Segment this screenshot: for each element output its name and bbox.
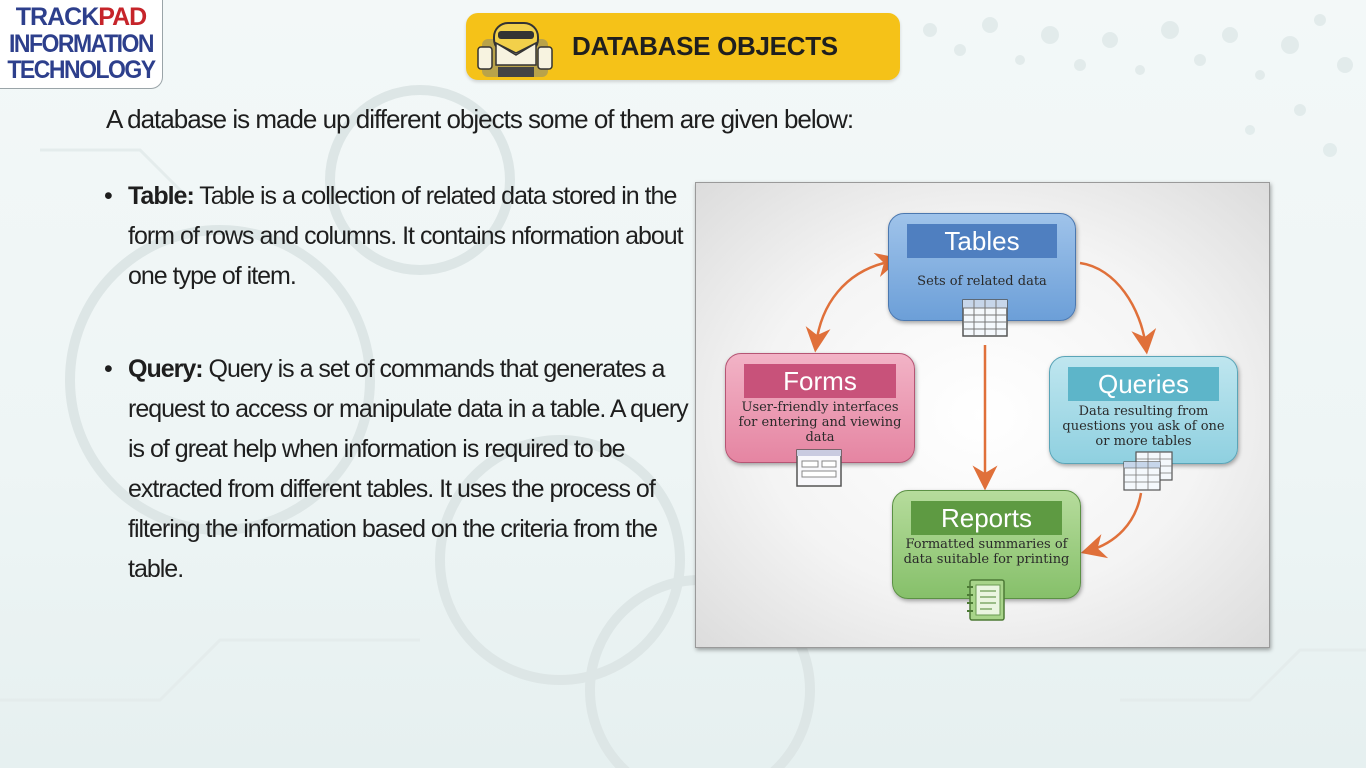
trackpad-logo: TRACKPAD INFORMATION TECHNOLOGY [0, 0, 163, 89]
queries-box-desc: Data resulting from questions you ask of… [1062, 404, 1225, 449]
queries-box-title: Queries [1068, 367, 1219, 401]
tables-box-desc: Sets of related data [917, 274, 1047, 289]
stacked-tables-icon [1123, 451, 1173, 491]
logo-line-technology: TECHNOLOGY [7, 54, 156, 84]
robot-mascot-icon [477, 22, 553, 77]
forms-box: Forms User-friendly interfaces for enter… [725, 353, 915, 463]
form-icon [796, 449, 842, 487]
bullet-term: Query: [128, 355, 204, 383]
page-title: DATABASE OBJECTS [572, 31, 838, 61]
diagram-arrows [805, 252, 1157, 559]
bullet-table: Table: Table is a collection of related … [104, 176, 694, 296]
arrow-tables-forms [805, 252, 901, 353]
forms-box-title: Forms [744, 364, 896, 398]
bullet-term: Table: [128, 182, 195, 210]
intro-text: A database is made up different objects … [106, 104, 854, 134]
reports-box-title: Reports [911, 501, 1062, 535]
logo-brand-pad: PAD [98, 3, 147, 31]
arrow-queries-reports [1080, 492, 1143, 559]
title-banner: DATABASE OBJECTS [466, 13, 900, 80]
logo-brand-track: TRACK [15, 3, 99, 31]
logo-line-information: INFORMATION [8, 28, 155, 58]
bullet-list: Table: Table is a collection of related … [104, 176, 694, 589]
bullet-query: Query: Query is a set of commands that g… [104, 349, 694, 589]
tables-box-title: Tables [907, 224, 1057, 258]
logo-brand: TRACKPAD [0, 4, 162, 30]
queries-box: Queries Data resulting from questions yo… [1049, 356, 1238, 464]
notebook-icon [967, 579, 1005, 621]
bullet-text: Query is a set of commands that generate… [128, 355, 689, 583]
forms-box-desc: User-friendly interfaces for entering an… [738, 400, 902, 445]
bullet-text: Table is a collection of related data st… [128, 182, 684, 290]
table-grid-icon [962, 299, 1008, 337]
arrow-tables-queries [1079, 261, 1157, 355]
database-objects-diagram: Tables Sets of related data Forms User-f… [695, 182, 1270, 648]
reports-box-desc: Formatted summaries of data suitable for… [903, 537, 1070, 567]
